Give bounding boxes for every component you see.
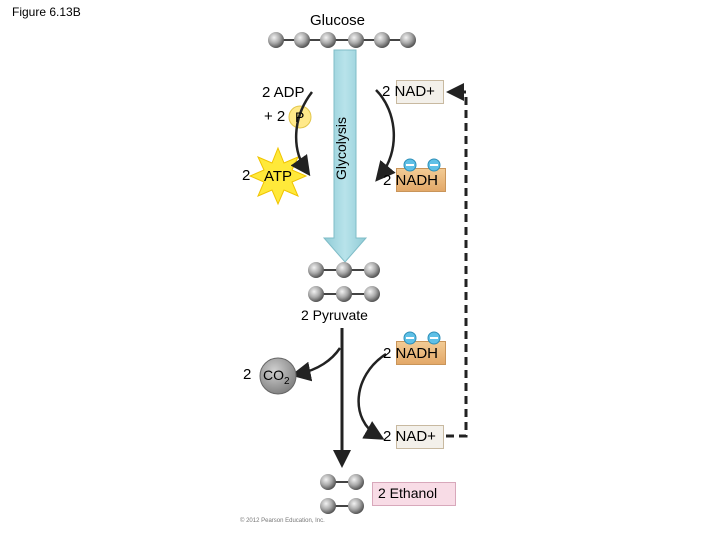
- nadh-box-top: [396, 168, 446, 192]
- glucose-label: Glucose: [310, 12, 366, 29]
- nad-plus-bottom-label: 2 NAD+: [383, 428, 436, 445]
- figure-label: Figure 6.13B: [12, 5, 81, 19]
- glucose-molecule: [268, 32, 416, 48]
- nadh-to-nad-arrow: [357, 352, 387, 440]
- nadh-box-bottom: [396, 341, 446, 365]
- nad-box-top: [396, 80, 444, 104]
- nadh-bottom-label: 2 NADH: [383, 345, 439, 362]
- glycolysis-label: Glycolysis: [333, 116, 349, 180]
- nad-recycle-loop: [446, 83, 468, 438]
- pyruvate-label: 2 Pyruvate: [301, 307, 368, 323]
- plus-p-prefix: + 2: [264, 108, 286, 125]
- adp-label: 2 ADP: [262, 84, 305, 101]
- phosphate-symbol: P: [295, 109, 305, 125]
- atp-coefficient: 2: [242, 167, 251, 184]
- co2-release-arrow: [290, 347, 342, 382]
- electron-minus-icons-top: [403, 158, 441, 172]
- ethanol-molecules: [320, 474, 364, 514]
- ethanol-box: [372, 482, 456, 506]
- nad-box-bottom: [396, 425, 444, 449]
- copyright-notice: © 2012 Pearson Education, Inc.: [240, 518, 325, 524]
- co2-circle: [259, 357, 297, 395]
- co2-subscript: 2: [284, 375, 290, 387]
- co2-label: CO2: [263, 367, 290, 387]
- nad-to-nadh-arrow: [375, 89, 396, 182]
- electron-minus-icons-bottom: [403, 331, 441, 345]
- atp-label: ATP: [264, 168, 293, 185]
- co2-coefficient: 2: [243, 366, 252, 383]
- glycolysis-arrow: [322, 49, 368, 263]
- nad-plus-top-label: 2 NAD+: [382, 83, 435, 100]
- adp-to-atp-arrow: [290, 91, 313, 177]
- nadh-top-label: 2 NADH: [383, 172, 439, 189]
- co2-text: CO: [263, 367, 284, 383]
- pyruvate-molecules: [308, 262, 380, 302]
- ethanol-label: 2 Ethanol: [378, 485, 438, 501]
